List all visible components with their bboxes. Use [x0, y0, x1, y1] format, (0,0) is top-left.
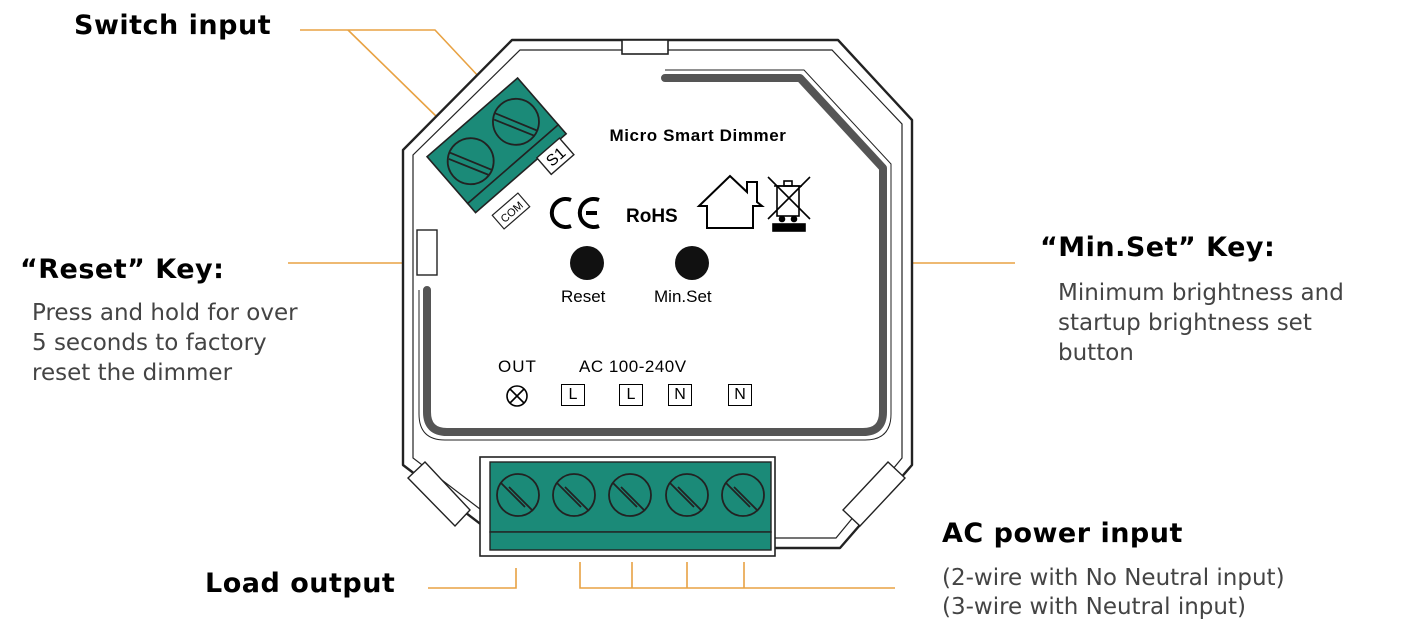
callout-ac-power-input: AC power input	[942, 518, 1183, 549]
screw-icon	[608, 473, 652, 517]
screw-icon	[492, 97, 540, 146]
com-label-box: COM	[491, 192, 531, 230]
screw-icon	[665, 473, 709, 517]
device-groove	[423, 74, 887, 436]
device-groove-outline	[418, 69, 892, 441]
screw-icon	[446, 137, 495, 186]
corner-notch-right	[842, 461, 906, 527]
ac-desc-line: (2-wire with No Neutral input)	[942, 565, 1285, 591]
terminal-l2: L	[619, 384, 643, 406]
callout-load-output: Load output	[205, 568, 396, 599]
product-name: Micro Smart Dimmer	[609, 126, 786, 145]
callout-reset-key: “Reset” Key:	[20, 254, 225, 285]
house-icon	[696, 174, 765, 229]
ac-desc-line: (3-wire with Neutral input)	[942, 594, 1246, 620]
leader-switch-input	[300, 29, 481, 79]
minset-desc-line: Minimum brightness and	[1058, 280, 1344, 306]
rohs-label: RoHS	[626, 206, 678, 227]
reset-description: Press and hold for over 5 seconds to fac…	[32, 298, 298, 388]
weee-bin-icon	[767, 176, 811, 232]
device-inner-outline	[412, 49, 903, 539]
screw-icon	[721, 473, 765, 517]
reset-button-label: Reset	[561, 287, 606, 306]
terminal-n1: N	[668, 384, 692, 406]
minset-button[interactable]	[675, 246, 709, 280]
ac-description: (2-wire with No Neutral input) (3-wire w…	[942, 564, 1285, 622]
device-outline	[401, 38, 914, 550]
leader-ac-power	[579, 562, 895, 589]
ac-range-label: AC 100-240V	[579, 357, 687, 376]
reset-button[interactable]	[570, 246, 604, 280]
terminal-n2: N	[728, 384, 752, 406]
callout-minset-key: “Min.Set” Key:	[1040, 232, 1276, 263]
reset-desc-line: 5 seconds to factory	[32, 330, 267, 356]
switch-terminal-block	[425, 76, 568, 214]
ce-mark-icon	[549, 197, 600, 229]
screw-icon	[496, 473, 540, 517]
minset-desc-line: startup brightness set	[1058, 310, 1312, 336]
callout-switch-input: Switch input	[74, 10, 272, 41]
out-label: OUT	[498, 357, 537, 376]
corner-notch-left	[407, 461, 471, 528]
minset-description: Minimum brightness and startup brightnes…	[1058, 278, 1344, 368]
leader-load-output	[428, 568, 517, 589]
main-terminal-block	[479, 456, 776, 557]
screw-icon	[552, 473, 596, 517]
reset-desc-line: reset the dimmer	[32, 360, 233, 386]
leader-switch-input-branch	[347, 29, 441, 121]
minset-button-label: Min.Set	[654, 287, 712, 306]
minset-desc-line: button	[1058, 340, 1134, 366]
lamp-icon	[506, 385, 528, 407]
terminal-l1: L	[561, 384, 585, 406]
left-slot	[416, 229, 438, 276]
reset-desc-line: Press and hold for over	[32, 300, 298, 326]
top-tab	[621, 39, 669, 55]
